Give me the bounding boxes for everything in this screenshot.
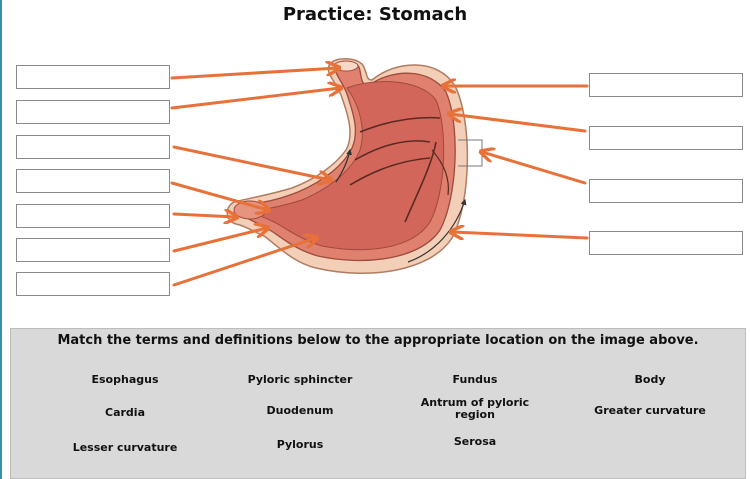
- stomach-mucosa: [247, 81, 445, 251]
- term-greater-curvature[interactable]: Greater curvature: [594, 404, 706, 417]
- drop-target-left-1[interactable]: [16, 65, 170, 89]
- pointer-arrows-right: [444, 86, 589, 238]
- greater-curvature-indicator: [407, 198, 467, 263]
- drop-target-left-4[interactable]: [16, 169, 170, 193]
- term-antrum-of-pyloric-region[interactable]: Antrum of pyloric region: [420, 396, 530, 421]
- left-border: [0, 0, 2, 479]
- drop-target-left-2[interactable]: [16, 100, 170, 124]
- term-bank: Match the terms and definitions below to…: [10, 328, 746, 479]
- term-body[interactable]: Body: [634, 373, 666, 386]
- term-serosa[interactable]: Serosa: [453, 435, 497, 448]
- bank-instructions: Match the terms and definitions below to…: [57, 333, 699, 348]
- muscle-band: [404, 141, 437, 223]
- muscle-band: [359, 116, 441, 133]
- term-esophagus[interactable]: Esophagus: [91, 373, 159, 386]
- term-pyloric-sphincter[interactable]: Pyloric sphincter: [247, 373, 353, 386]
- page-title: Practice: Stomach: [282, 4, 468, 25]
- stomach-diagram: [170, 58, 589, 287]
- drop-target-left-6[interactable]: [16, 238, 170, 262]
- lesser-curvature-indicator: [335, 148, 352, 183]
- term-pylorus[interactable]: Pylorus: [276, 438, 324, 451]
- drop-target-right-4[interactable]: [589, 231, 743, 255]
- drop-target-right-3[interactable]: [589, 179, 743, 203]
- drop-target-right-2[interactable]: [589, 126, 743, 150]
- term-cardia[interactable]: Cardia: [105, 406, 145, 419]
- drop-target-left-5[interactable]: [16, 204, 170, 228]
- drop-target-left-7[interactable]: [16, 272, 170, 296]
- term-fundus[interactable]: Fundus: [452, 373, 498, 386]
- drop-target-left-3[interactable]: [16, 135, 170, 159]
- term-lesser-curvature[interactable]: Lesser curvature: [72, 441, 178, 454]
- muscle-band: [349, 157, 431, 186]
- drop-target-right-1[interactable]: [589, 73, 743, 97]
- term-duodenum[interactable]: Duodenum: [266, 404, 334, 417]
- muscle-band: [354, 140, 431, 161]
- pointer-arrows-left: [170, 68, 340, 287]
- muscle-band: [431, 149, 450, 196]
